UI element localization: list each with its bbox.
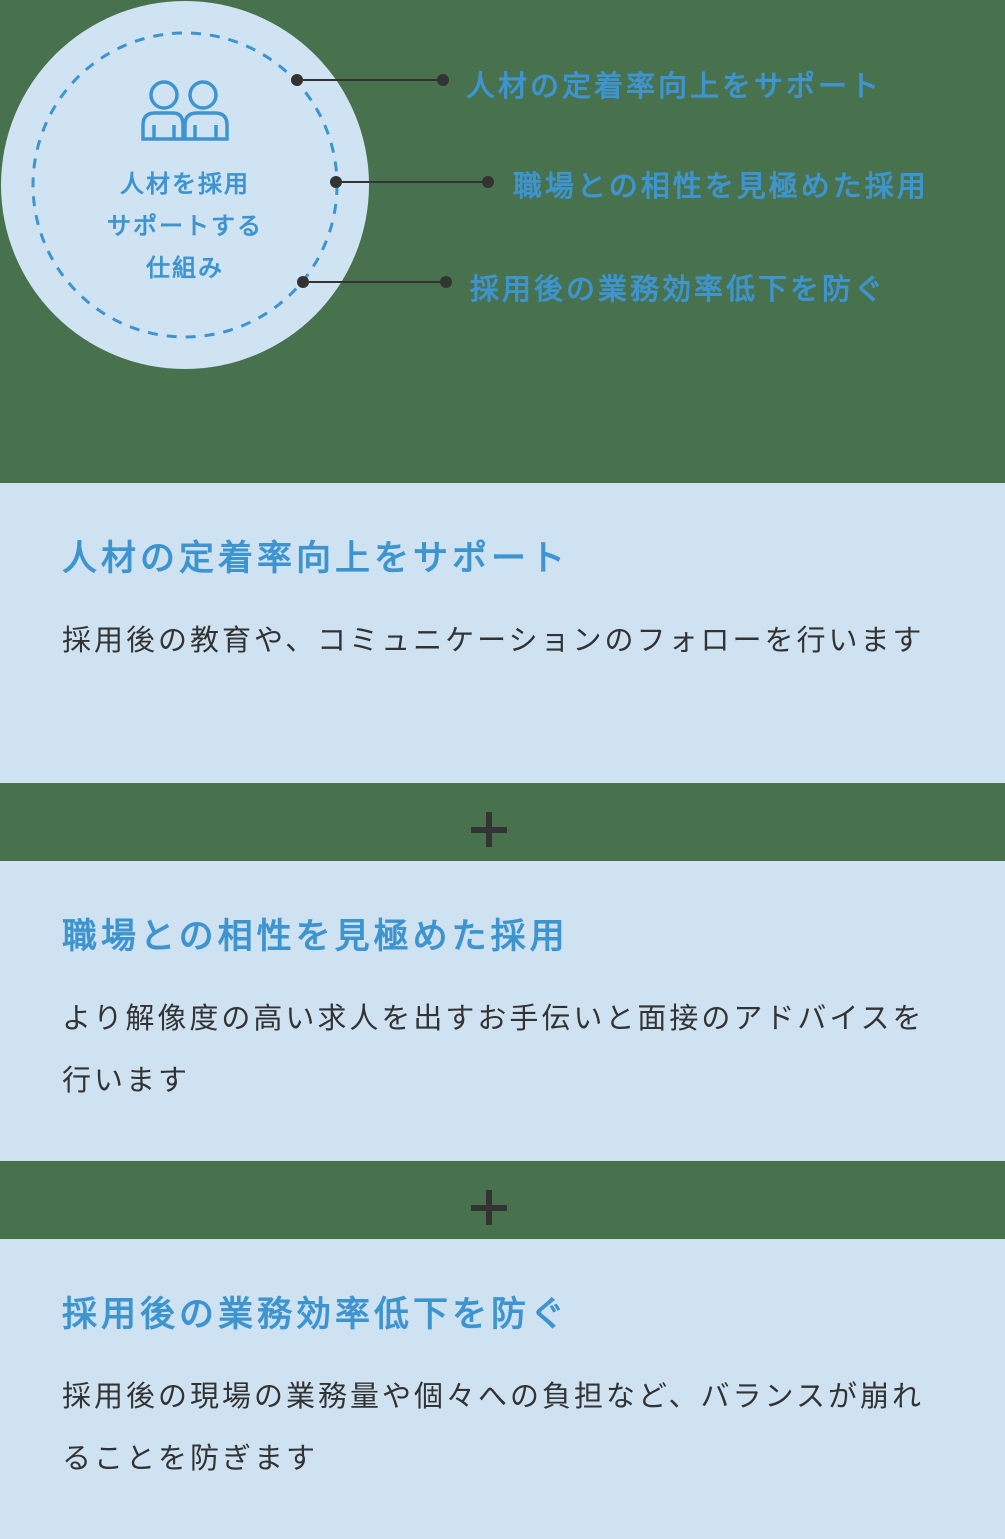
- card-body: 採用後の現場の業務量や個々への負担など、バランスが崩れることを防ぎます: [62, 1379, 924, 1475]
- plus-icon: [471, 812, 507, 848]
- center-circle: [1, 1, 369, 369]
- feature-card-2: 職場との相性を見極めた採用 より解像度の高い求人を出すお手伝いと面接のアドバイス…: [0, 861, 1005, 1161]
- callout-connector-2: [330, 176, 494, 188]
- center-label-line-3: 仕組み: [146, 254, 224, 282]
- feature-card-3: 採用後の業務効率低下を防ぐ 採用後の現場の業務量や個々への負担など、バランスが崩…: [0, 1239, 1005, 1539]
- recruitment-support-diagram: 人材を採用 サポートする 仕組み 人材の定着率向上をサポート 職場との相性を見極…: [0, 0, 1005, 483]
- diagram-lines: [31, 31, 494, 339]
- card-body: 採用後の教育や、コミュニケーションのフォローを行います: [62, 623, 925, 657]
- card-title: 職場との相性を見極めた採用: [62, 917, 569, 957]
- card-title: 採用後の業務効率低下を防ぐ: [62, 1295, 570, 1335]
- plus-icon: [471, 1190, 507, 1226]
- card-title: 人材の定着率向上をサポート: [62, 539, 570, 579]
- separator-1: [0, 783, 1005, 861]
- card-body: より解像度の高い求人を出すお手伝いと面接のアドバイスを行います: [62, 1001, 925, 1097]
- feature-card-1: 人材の定着率向上をサポート 採用後の教育や、コミュニケーションのフォローを行いま…: [0, 483, 1005, 783]
- center-label-line-2: サポートする: [107, 212, 263, 240]
- callout-connector-3: [297, 276, 452, 288]
- center-label: 人材を採用 サポートする 仕組み: [60, 163, 310, 289]
- callout-label-1: 人材の定着率向上をサポート: [466, 69, 883, 103]
- people-icon: [141, 80, 229, 141]
- center-label-line-1: 人材を採用: [120, 170, 250, 198]
- callout-connector-1: [291, 74, 449, 86]
- separator-2: [0, 1161, 1005, 1239]
- callout-label-2: 職場との相性を見極めた採用: [513, 169, 929, 203]
- callout-label-3: 採用後の業務効率低下を防ぐ: [470, 272, 887, 306]
